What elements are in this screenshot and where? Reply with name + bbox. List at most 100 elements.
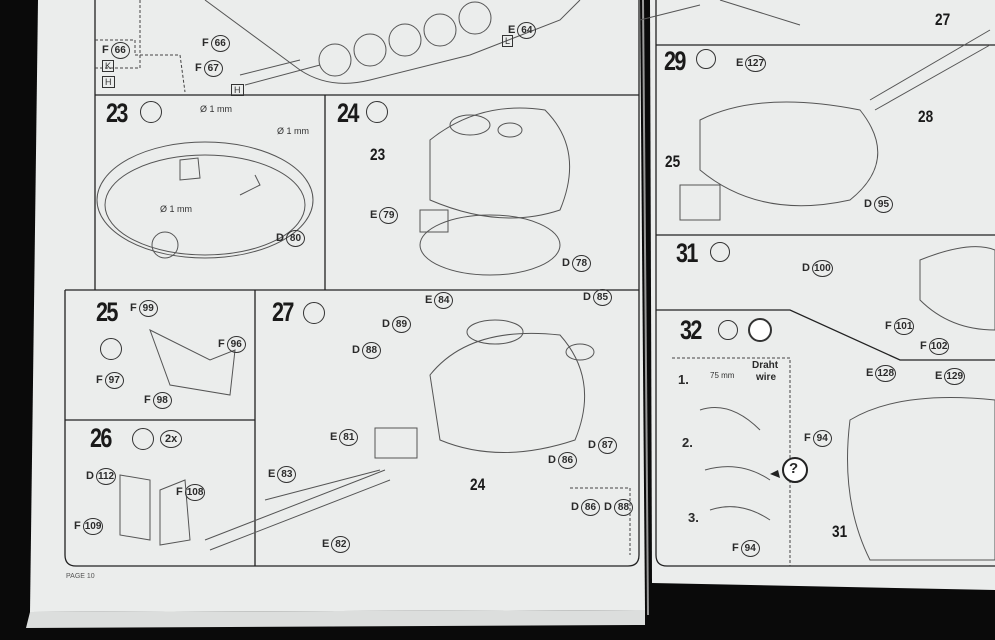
part-number: 108 (184, 484, 206, 501)
assembly-ref: 27 (935, 10, 951, 29)
part-prefix: F (804, 432, 811, 444)
part-number: 129 (944, 368, 966, 385)
part-number: 80 (285, 230, 305, 247)
part-prefix: F (176, 486, 183, 498)
part-prefix: D (604, 501, 612, 513)
part-number: 98 (152, 392, 172, 409)
drill-label: Ø 1 mm (200, 104, 233, 114)
part-number: 84 (434, 292, 454, 309)
part-number: 86 (580, 499, 600, 516)
drill-label: Ø 1 mm (160, 204, 193, 214)
part-number: 97 (104, 372, 124, 389)
glue-icon (140, 101, 162, 123)
part-number: 102 (928, 338, 950, 355)
assembly-ref: 31 (832, 522, 848, 541)
paint-icon (303, 302, 325, 324)
part-prefix: E (508, 24, 516, 36)
part-prefix: D (583, 291, 591, 303)
part-number: 85 (592, 289, 612, 306)
part-prefix: E (736, 57, 744, 69)
part-prefix: F (920, 340, 927, 352)
marker-flag: L (502, 35, 514, 47)
part-number: 100 (811, 260, 833, 277)
part-prefix: F (218, 338, 225, 350)
part-prefix: F (202, 37, 209, 49)
paint-icon (696, 49, 716, 69)
part-number: 87 (597, 437, 617, 454)
part-prefix: D (352, 344, 360, 356)
part-number: 89 (391, 316, 411, 333)
part-prefix: D (588, 439, 596, 451)
part-prefix: F (96, 374, 103, 386)
wire-step: 2. (682, 435, 693, 450)
part-prefix: E (370, 209, 378, 221)
part-number: 82 (331, 536, 351, 553)
part-number: 83 (277, 466, 297, 483)
part-prefix: D (276, 232, 284, 244)
part-prefix: F (74, 520, 81, 532)
part-prefix: F (144, 394, 151, 406)
part-prefix: F (102, 44, 109, 56)
left-page (30, 0, 645, 612)
assembly-ref: 23 (370, 145, 386, 164)
step-number: 31 (676, 238, 698, 268)
assembly-ref: 25 (665, 152, 681, 171)
part-number: 99 (138, 300, 158, 317)
part-prefix: D (571, 501, 579, 513)
wire-length: 75 mm (710, 371, 735, 380)
part-number: 109 (82, 518, 104, 535)
step-number: 24 (337, 98, 359, 128)
marker-flag: K (102, 60, 115, 72)
step-number: 32 (680, 315, 702, 345)
part-number: 94 (812, 430, 832, 447)
part-number: 64 (517, 22, 537, 39)
part-number: 66 (110, 42, 130, 59)
part-prefix: E (425, 294, 433, 306)
part-number: 112 (95, 468, 117, 485)
part-prefix: E (866, 367, 874, 379)
part-number: 94 (740, 540, 760, 557)
part-prefix: E (330, 431, 338, 443)
part-number: 88 (361, 342, 381, 359)
multiplier-badge: 2x (160, 430, 183, 448)
part-number: 78 (571, 255, 591, 272)
part-prefix: F (130, 302, 137, 314)
part-number: 96 (226, 336, 246, 353)
part-prefix: D (548, 454, 556, 466)
part-prefix: F (885, 320, 892, 332)
part-prefix: E (935, 370, 943, 382)
step-number: 23 (106, 98, 128, 128)
paint-icon (710, 242, 730, 262)
part-prefix: E (268, 468, 276, 480)
part-number: 66 (210, 35, 230, 52)
assembly-ref: 24 (470, 475, 486, 494)
wire-step: 3. (688, 510, 699, 525)
marker-flag: H (231, 84, 244, 96)
assembly-ref: 28 (918, 107, 934, 126)
page-number: PAGE 10 (66, 573, 95, 580)
step-number: 25 (96, 297, 118, 327)
help-icon: ? (789, 460, 799, 477)
